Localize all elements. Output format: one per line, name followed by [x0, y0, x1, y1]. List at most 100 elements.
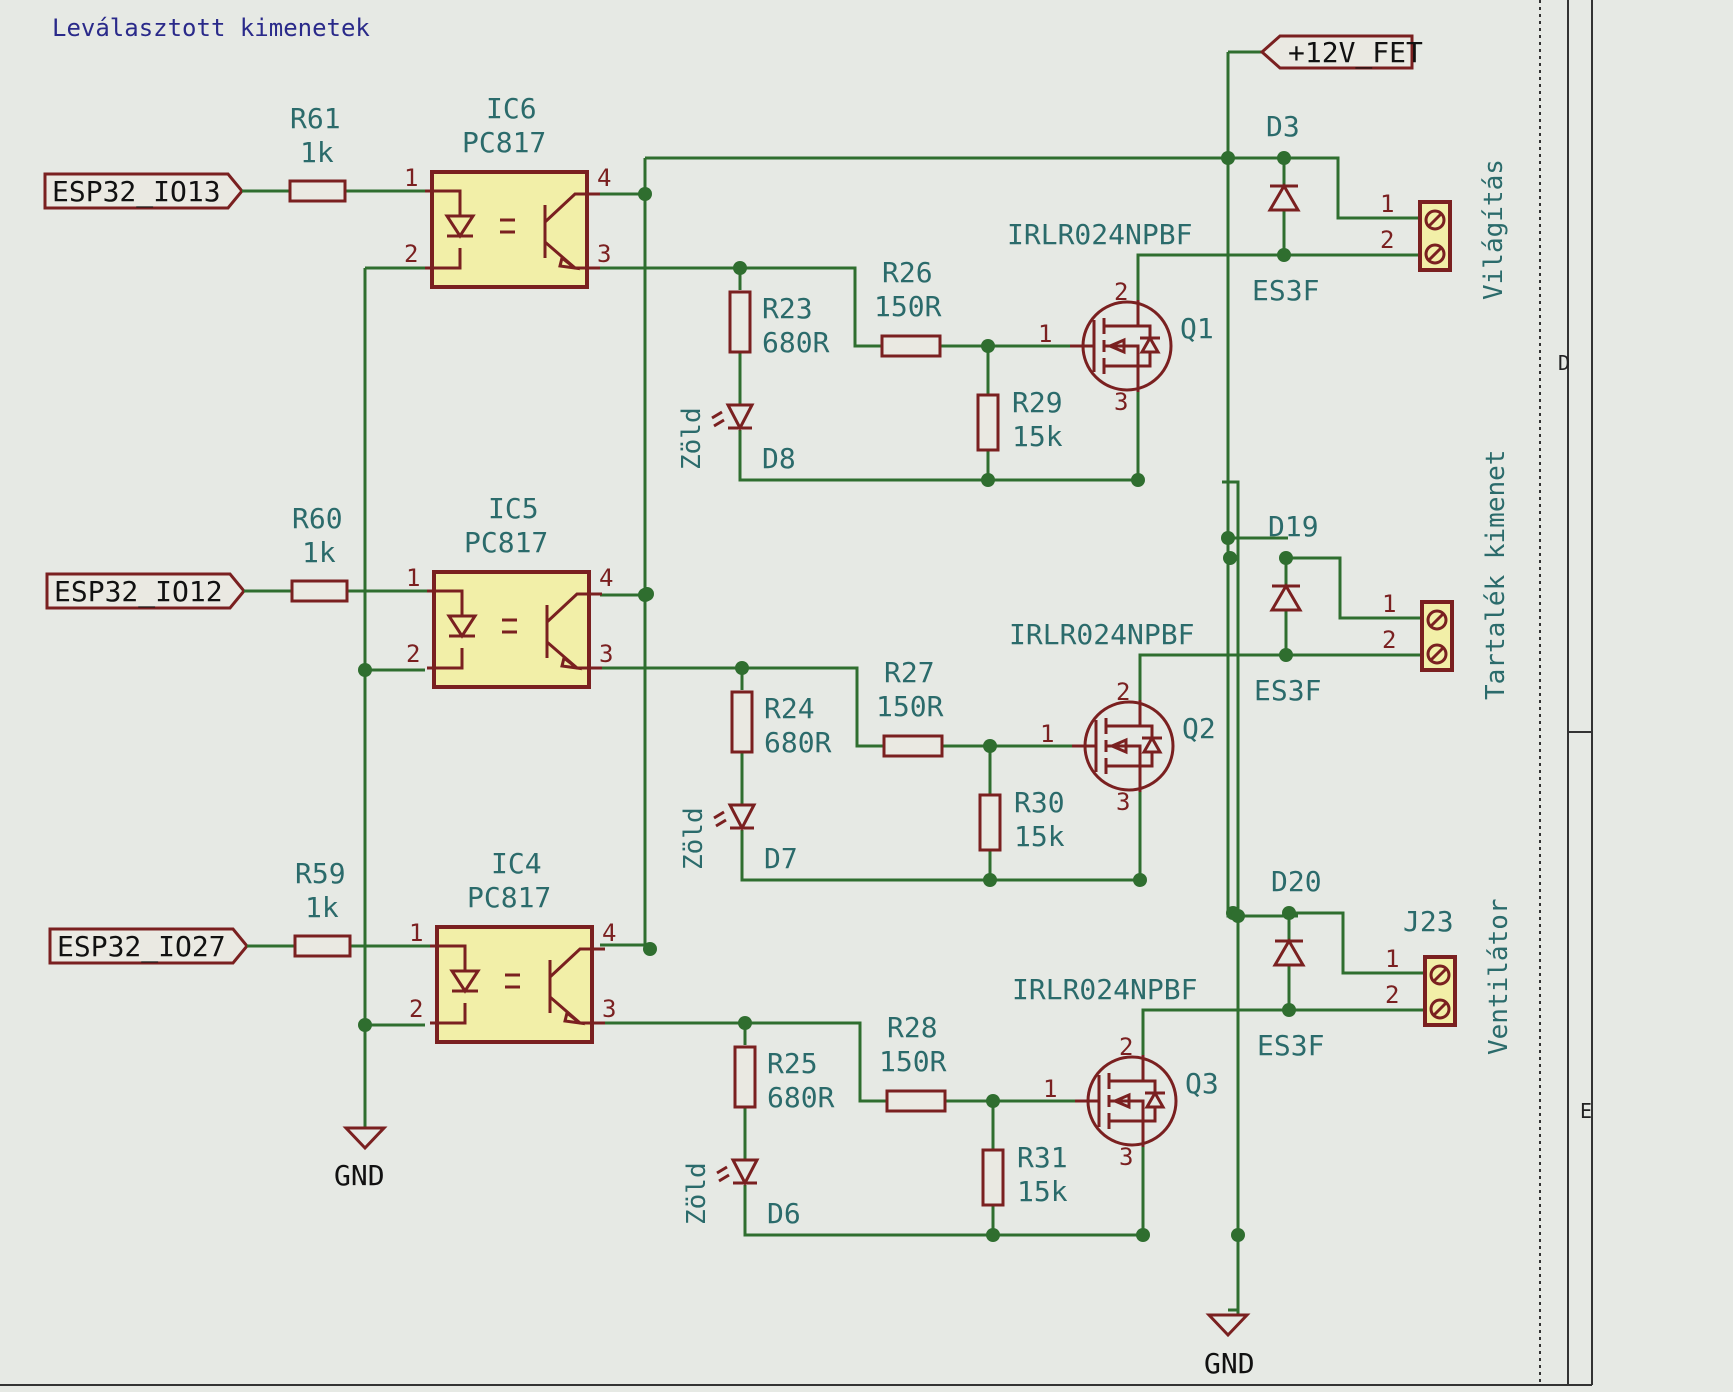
sheet-title: Leválasztott kimenetek — [52, 14, 370, 42]
connector-label: Tartalék kimenet — [1481, 450, 1511, 700]
gnd-rail-left — [363, 266, 425, 1128]
resistor-value: 1k — [300, 136, 334, 169]
led-value: Zöld — [682, 1162, 712, 1225]
junction-dot — [735, 661, 749, 675]
pin-number: 2 — [404, 240, 418, 268]
resistor-ref: R24 — [764, 692, 815, 725]
pin-number: 1 — [1382, 590, 1396, 618]
led-value: Zöld — [679, 807, 709, 870]
resistor-value: 1k — [302, 536, 336, 569]
gnd-symbol-right: GND — [1204, 1308, 1255, 1380]
resistor-ref: R23 — [762, 292, 813, 325]
net-label-input: ESP32_IO12 — [45, 572, 246, 610]
junction-dot — [983, 739, 997, 753]
pin-number: 2 — [409, 995, 423, 1023]
mosfet-value: IRLR024NPBF — [1007, 218, 1192, 251]
junction-dot — [358, 1018, 372, 1032]
resistor-ref: R31 — [1017, 1141, 1068, 1174]
resistor-value: 15k — [1012, 420, 1063, 453]
mosfet-ref: Q3 — [1185, 1067, 1219, 1100]
zone-label-d: D — [1558, 351, 1570, 375]
connector-label: Világítás — [1479, 159, 1509, 300]
svg-text:GND: GND — [334, 1159, 385, 1192]
net-label-text: ESP32_IO13 — [52, 175, 221, 209]
resistor-ref: R27 — [884, 656, 935, 689]
junction-dot — [638, 187, 652, 201]
collector-rail — [600, 156, 1228, 947]
pin-number: 2 — [1382, 626, 1396, 654]
junction-dot — [738, 1016, 752, 1030]
pin-number: 3 — [1114, 388, 1128, 416]
pin-number: 3 — [1119, 1143, 1133, 1171]
junction-dot — [1277, 151, 1291, 165]
pin-number: 3 — [597, 240, 611, 268]
pin-number: 1 — [1380, 190, 1394, 218]
junction-dot — [358, 663, 372, 677]
resistor-ref: R25 — [767, 1047, 818, 1080]
led-ref: D7 — [764, 842, 798, 875]
junction-dot — [1231, 909, 1245, 923]
resistor-ref: R26 — [882, 256, 933, 289]
resistor-ref: R28 — [887, 1011, 938, 1044]
optocoupler-value: PC817 — [467, 881, 551, 914]
zone-label-e: E — [1580, 1099, 1592, 1123]
junction-dot — [638, 588, 652, 602]
pin-number: 2 — [1119, 1033, 1133, 1061]
resistor-value: 150R — [876, 690, 944, 723]
resistor-value: 150R — [874, 290, 942, 323]
resistor-value: 1k — [305, 891, 339, 924]
led-value: Zöld — [677, 407, 707, 470]
resistor-ref: R60 — [292, 502, 343, 535]
junction-dot — [643, 942, 657, 956]
junction-dot — [1133, 873, 1147, 887]
pin-number: 3 — [602, 995, 616, 1023]
resistor-ref: R61 — [290, 102, 341, 135]
pin-number: 3 — [599, 640, 613, 668]
diode-ref: D3 — [1266, 110, 1300, 143]
junction-dot — [981, 339, 995, 353]
pin-number: 1 — [1043, 1075, 1057, 1103]
power-flag-12v-fet: +12V_FET — [1259, 34, 1423, 70]
gnd-symbol-left: GND — [334, 1126, 388, 1192]
optocoupler-value: PC817 — [462, 126, 546, 159]
pin-number: 4 — [599, 564, 613, 592]
connector-ref: J23 — [1403, 905, 1454, 938]
diode-ref: D20 — [1271, 865, 1322, 898]
pin-number: 2 — [1114, 278, 1128, 306]
junction-dot — [1221, 151, 1235, 165]
pin-number: 1 — [404, 164, 418, 192]
resistor-value: 680R — [762, 326, 830, 359]
junction-dot — [1136, 1228, 1150, 1242]
optocoupler-ref: IC4 — [491, 847, 542, 880]
mosfet-ref: Q1 — [1180, 312, 1214, 345]
led-ref: D8 — [762, 442, 796, 475]
optocoupler-ref: IC6 — [486, 92, 537, 125]
junction-dot — [981, 473, 995, 487]
optocoupler-ref: IC5 — [488, 492, 539, 525]
svg-text:+12V_FET: +12V_FET — [1288, 36, 1423, 70]
resistor-value: 680R — [767, 1081, 835, 1114]
pin-number: 4 — [602, 919, 616, 947]
resistor-value: 680R — [764, 726, 832, 759]
pin-number: 2 — [1116, 678, 1130, 706]
sheet-border: D E — [0, 0, 1593, 1386]
junction-dot — [1282, 1003, 1296, 1017]
